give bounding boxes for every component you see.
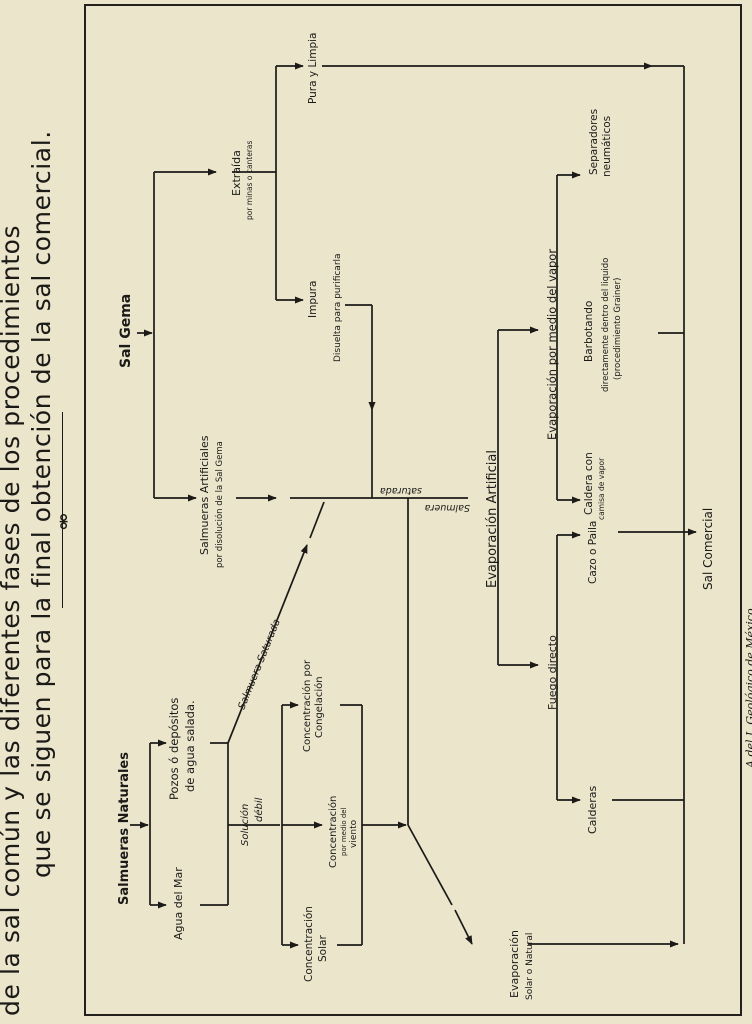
publisher-credit: A del I. Geológico de México bbox=[744, 608, 752, 768]
label-salmueras-naturales: Salmueras Naturales bbox=[117, 752, 132, 905]
saturada-diagonal-b bbox=[309, 501, 325, 539]
label-calderas: Calderas bbox=[586, 786, 599, 834]
diagram-labels: Salmueras Naturales Agua del Mar Pozos ó… bbox=[117, 33, 715, 1000]
label-pozos-2: de agua salada. bbox=[183, 700, 197, 792]
label-cazo-paila: Cazo o Paila bbox=[587, 521, 599, 584]
label-pura-limpia: Pura y Limpia bbox=[307, 33, 319, 104]
label-conc-viento-3: viento bbox=[349, 819, 359, 848]
label-conc-solar-2: Solar bbox=[317, 935, 329, 962]
label-barbotando-3: (procedimiento Grainer) bbox=[613, 278, 623, 380]
label-separadores-1: Separadores bbox=[588, 109, 600, 175]
label-evaporacion-natural-2: Solar o Natural bbox=[525, 933, 535, 1000]
label-fuego-directo: Fuego directo bbox=[546, 635, 559, 710]
label-conc-solar-1: Concentración bbox=[303, 906, 315, 982]
natural-diagonal-a bbox=[407, 824, 453, 906]
label-disuelta: Disuelta para purificarla bbox=[333, 253, 343, 362]
label-salmueras-artificiales-1: Salmueras Artificiales bbox=[198, 435, 211, 555]
label-saturada-bottom: Salmuera bbox=[424, 502, 470, 513]
label-salmuera-saturada: Salmuera Saturada bbox=[237, 618, 283, 711]
label-barbotando-2: directamente dentro del liquido bbox=[601, 258, 611, 392]
label-extraida-1: Extraída bbox=[230, 150, 243, 196]
label-saturada-top: saturada bbox=[380, 485, 422, 496]
label-agua-del-mar: Agua del Mar bbox=[172, 867, 185, 940]
label-salmueras-artificiales-2: por disolución de la Sal Gema bbox=[214, 441, 225, 568]
label-impura: Impura bbox=[307, 281, 319, 318]
label-extraida-2: por minas o canteras bbox=[245, 140, 254, 220]
label-pozos-1: Pozos ó depósitos bbox=[167, 698, 181, 800]
title-underline bbox=[62, 412, 63, 608]
label-evaporacion-artificial: Evaporación Artificial bbox=[485, 450, 500, 588]
natural-diagonal-b bbox=[454, 909, 473, 945]
label-sal-gema: Sal Gema bbox=[118, 294, 134, 368]
saturada-diagonal-a bbox=[227, 544, 308, 744]
label-solucion: Solución bbox=[239, 804, 251, 846]
label-evaporacion-vapor: Evaporación por medio del vapor bbox=[545, 249, 559, 440]
label-debil: débil bbox=[253, 797, 265, 822]
label-conc-congel-1: Concentración por bbox=[301, 659, 313, 752]
label-caldera-camisa-1: Caldera con bbox=[583, 452, 595, 515]
label-separadores-2: neumáticos bbox=[601, 116, 613, 177]
diagram-frame bbox=[84, 4, 742, 1016]
label-caldera-camisa-2: camisa de vapor bbox=[597, 457, 606, 520]
connector-lines bbox=[130, 62, 697, 949]
label-sal-comercial: Sal Comercial bbox=[701, 508, 715, 590]
label-barbotando-1: Barbotando bbox=[583, 301, 595, 362]
label-conc-viento-1: Concentración bbox=[327, 796, 339, 868]
label-conc-viento-2: por medio del bbox=[340, 807, 348, 856]
label-evaporacion-natural-1: Evaporación bbox=[508, 930, 521, 998]
label-conc-congel-2: Congelación bbox=[313, 676, 325, 738]
